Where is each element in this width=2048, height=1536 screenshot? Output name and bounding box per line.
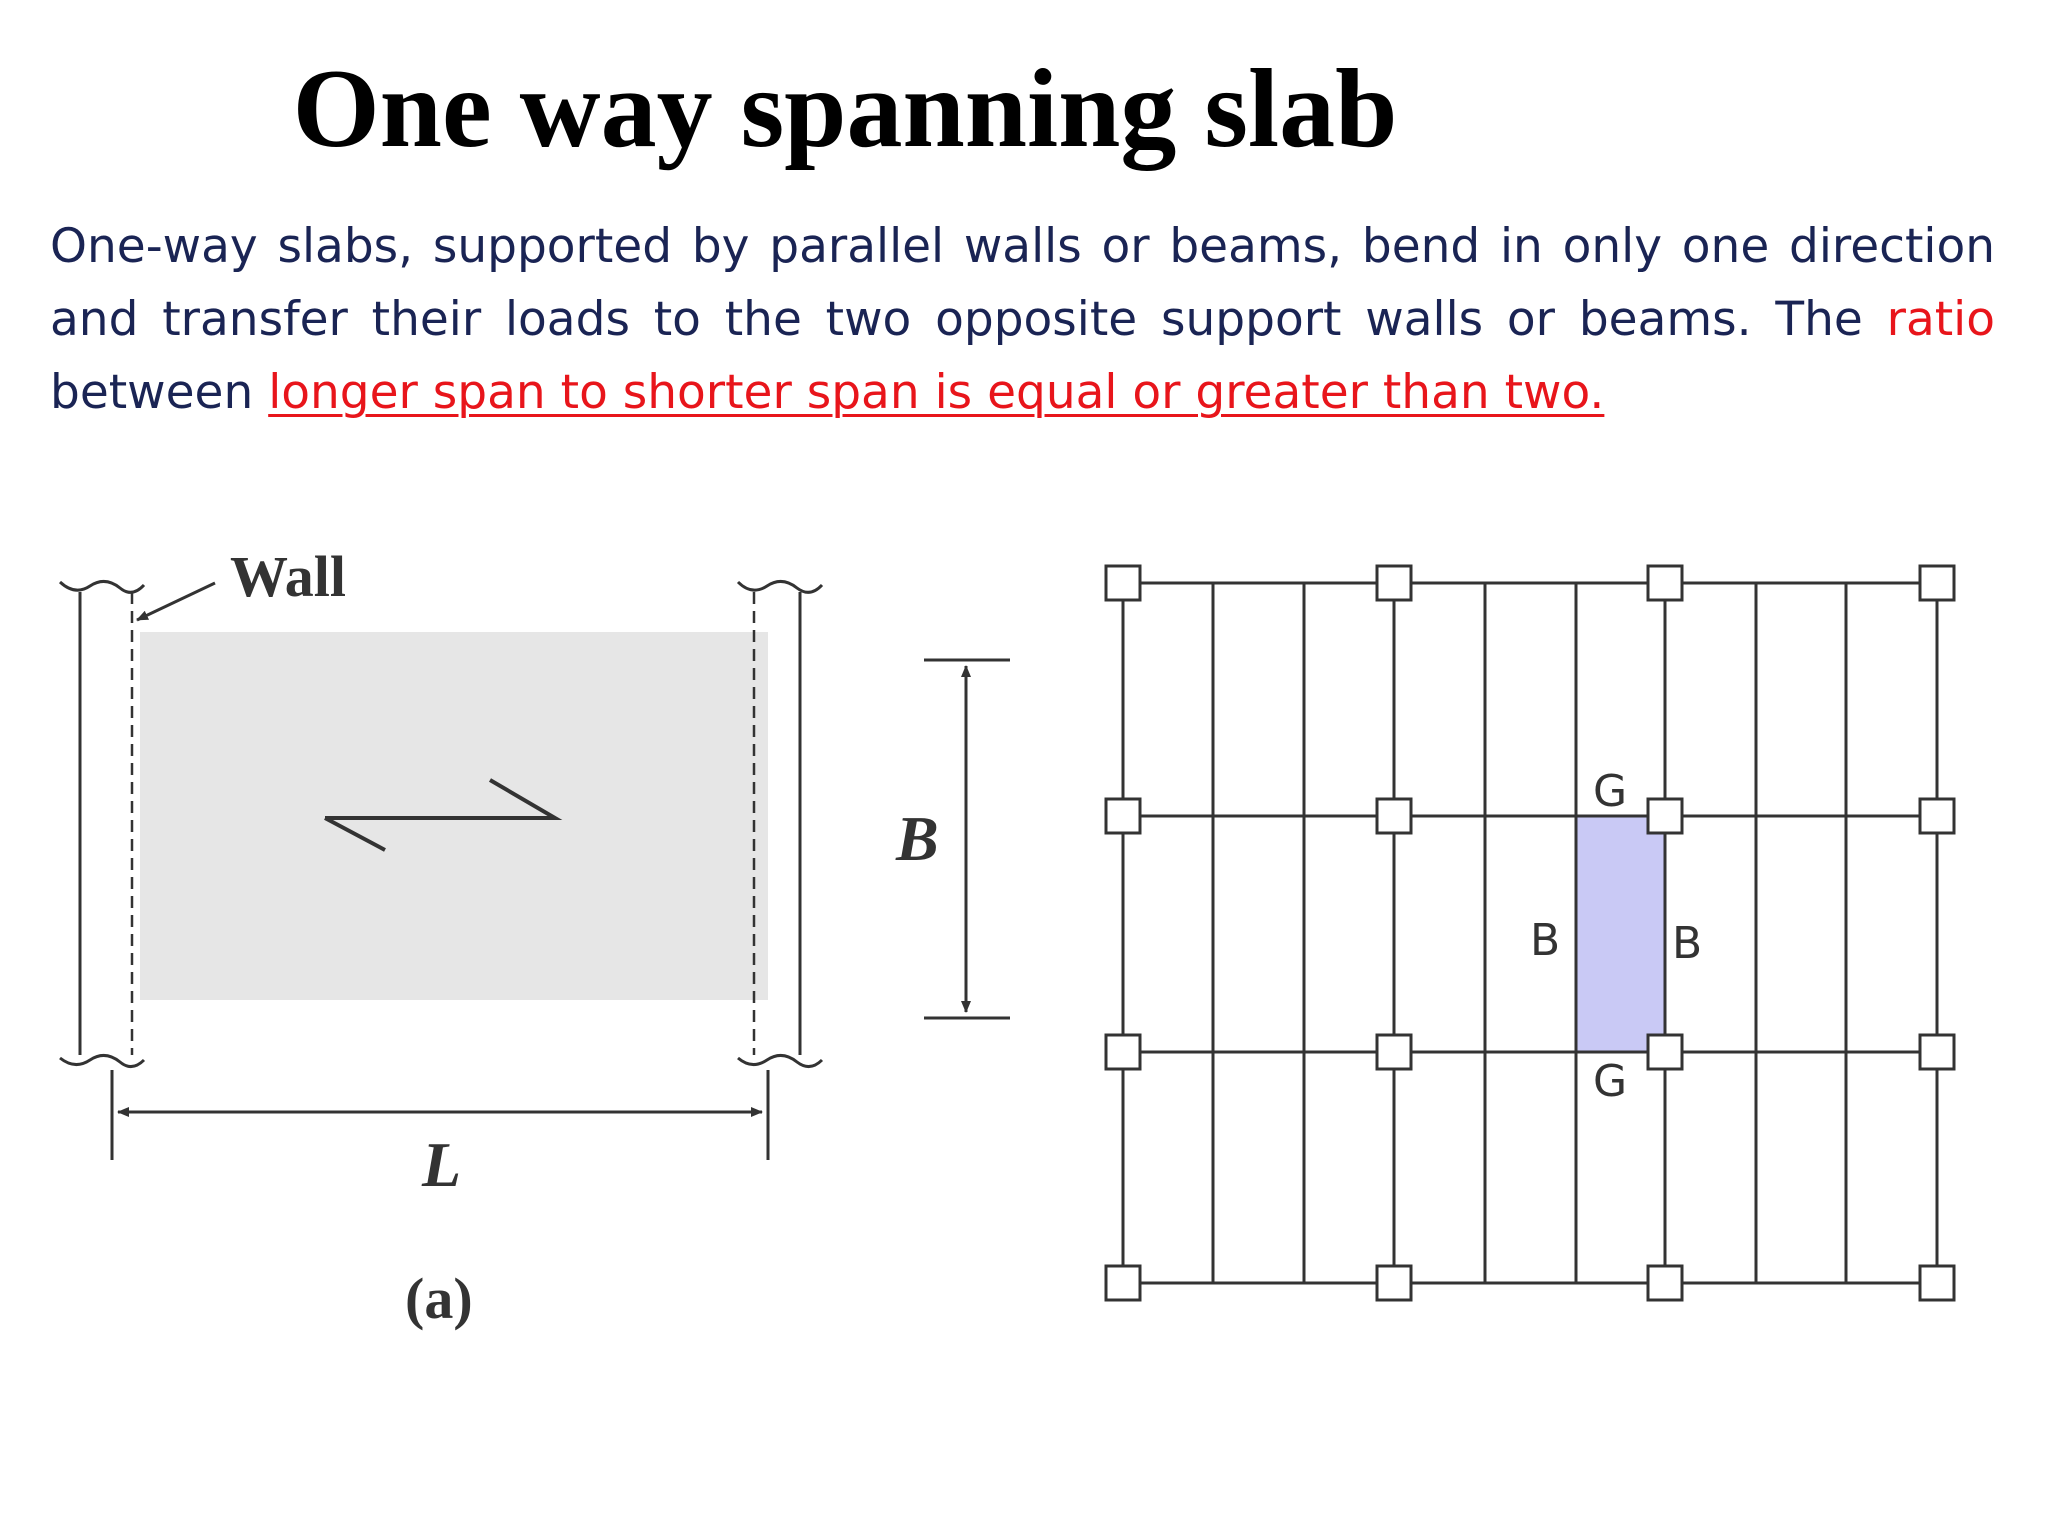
column [1646, 1264, 1684, 1302]
left-wall [58, 580, 146, 1068]
span-direction-symbol [324, 778, 563, 852]
column [1918, 564, 1956, 602]
beam-girder-grid-diagram: G G B B [1104, 564, 1956, 1302]
wall-leader-arrow [136, 581, 216, 622]
one-way-slab-diagram: Wall L B (a) [58, 544, 1010, 1331]
ratio-word: ratio [1886, 292, 1995, 347]
beam-label-right: B [1672, 918, 1702, 969]
column [1646, 564, 1684, 602]
ratio-definition: longer span to shorter span is equal or … [268, 365, 1605, 420]
description-paragraph: One-way slabs, supported by parallel wal… [50, 210, 1995, 429]
span-label-b: B [895, 803, 939, 874]
column [1104, 797, 1142, 835]
wall-label: Wall [230, 544, 346, 609]
dimension-l [110, 1070, 770, 1160]
description-text-1: One-way slabs, supported by parallel wal… [50, 219, 1995, 347]
column [1375, 564, 1413, 602]
column [1918, 1033, 1956, 1071]
beam-label-left: B [1530, 915, 1560, 966]
description-text-2: between [50, 365, 269, 420]
column [1918, 797, 1956, 835]
column [1375, 797, 1413, 835]
grid-lines [1121, 581, 1939, 1285]
column [1918, 1264, 1956, 1302]
column [1104, 1264, 1142, 1302]
column [1646, 797, 1684, 835]
column [1104, 1033, 1142, 1071]
dimension-b [924, 658, 1010, 1020]
slide-title: One way spanning slab [292, 47, 1398, 171]
column [1104, 564, 1142, 602]
span-label-l: L [421, 1129, 461, 1200]
girder-label-bottom: G [1593, 1056, 1627, 1107]
figure-caption: (a) [405, 1266, 473, 1331]
girder-label-top: G [1593, 766, 1627, 817]
right-wall [736, 580, 824, 1068]
column [1375, 1264, 1413, 1302]
column [1646, 1033, 1684, 1071]
columns [1104, 564, 1956, 1302]
column [1375, 1033, 1413, 1071]
highlighted-slab-panel [1576, 816, 1665, 1052]
